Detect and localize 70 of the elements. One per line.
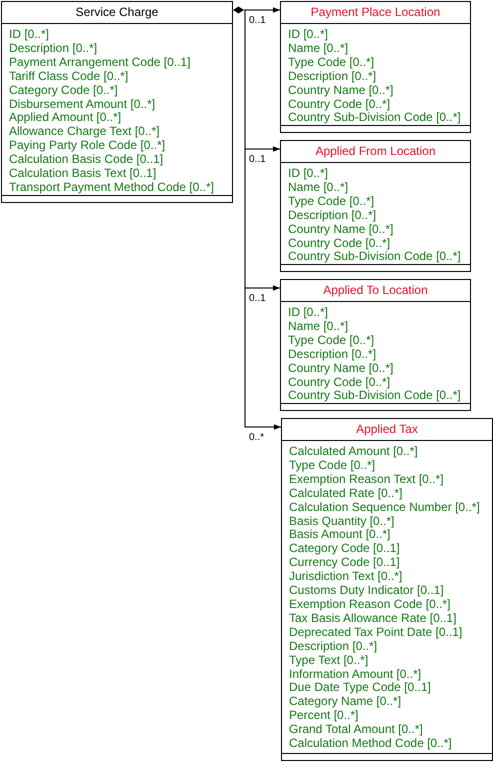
class-name: Payment Place Location <box>281 2 470 24</box>
attribute-text: Country Sub-Division Code [0..*] <box>288 389 461 404</box>
attribute-text: Transport Payment Method Code [0..*] <box>9 180 214 195</box>
attribute-text: Due Date Type Code [0..1] <box>289 681 431 696</box>
attribute-text: Deprecated Tax Point Date [0..1] <box>289 626 462 640</box>
attribute-text: Tariff Class Code [0..*] <box>9 70 128 84</box>
multiplicity-label: 0..1 <box>249 15 266 26</box>
association-line <box>244 7 280 13</box>
attribute-text: Name [0..*] <box>288 180 348 195</box>
attribute-text: Country Code [0..*] <box>288 376 390 390</box>
attribute-text: Calculation Method Code [0..*] <box>289 737 452 751</box>
attribute-text: Type Code [0..*] <box>288 56 374 70</box>
attribute-text: Currency Code [0..1] <box>289 556 400 570</box>
attribute-text: Basis Quantity [0..*] <box>289 514 394 528</box>
attribute-text: Calculated Amount [0..*] <box>289 445 418 459</box>
attribute-text: Description [0..*] <box>288 208 376 223</box>
attribute-text: Percent [0..*] <box>289 709 358 724</box>
attribute-text: Allowance Charge Text [0..*] <box>9 125 160 140</box>
attribute-text: Type Code [0..*] <box>288 194 374 209</box>
attribute-text: Description [0..*] <box>288 70 376 84</box>
attribute-text: Name [0..*] <box>288 42 348 56</box>
attribute-text: Country Name [0..*] <box>288 222 394 237</box>
attribute-text: Country Code [0..*] <box>288 98 390 112</box>
attribute-text: Country Name [0..*] <box>288 362 394 376</box>
class-box <box>280 279 471 411</box>
attribute-text: Exemption Reason Code [0..*] <box>289 598 450 612</box>
attribute-text: Description [0..*] <box>288 348 376 362</box>
class-box <box>281 418 493 761</box>
attribute-text: Category Code [0..*] <box>9 84 118 98</box>
attribute-text: ID [0..*] <box>288 306 328 320</box>
attribute-text: Calculation Sequence Number [0..*] <box>289 500 480 515</box>
attribute-text: Information Amount [0..*] <box>289 668 422 682</box>
multiplicity-label: 0..* <box>249 432 264 443</box>
attribute-text: Country Name [0..*] <box>288 84 394 98</box>
attribute-text: Category Name [0..*] <box>289 695 402 710</box>
attribute-text: Description [0..*] <box>289 640 378 654</box>
multiplicity-label: 0..1 <box>249 154 266 165</box>
attribute-text: Country Sub-Division Code [0..*] <box>288 250 461 264</box>
attribute-text: Customs Duty Indicator [0..1] <box>289 584 444 598</box>
class-box <box>1 1 233 203</box>
attribute-text: Disbursement Amount [0..*] <box>9 98 156 112</box>
attribute-text: Exemption Reason Text [0..*] <box>289 472 444 487</box>
attribute-text: Category Code [0..1] <box>289 542 400 556</box>
attribute-text: Grand Total Amount [0..*] <box>289 723 423 738</box>
class-box <box>280 140 471 272</box>
attribute-text: Country Sub-Division Code [0..*] <box>288 111 461 126</box>
class-name: Applied Tax <box>282 419 492 441</box>
class-name: Applied From Location <box>281 141 470 163</box>
attribute-text: Tax Basis Allowance Rate [0..1] <box>289 612 456 626</box>
attribute-text: Applied Amount [0..*] <box>9 111 122 126</box>
attribute-text: Paying Party Role Code [0..*] <box>9 139 166 154</box>
attribute-text: Basis Amount [0..*] <box>289 528 390 542</box>
attribute-text: ID [0..*] <box>288 167 328 181</box>
attribute-text: Jurisdiction Text [0..*] <box>289 570 402 584</box>
attribute-text: Calculated Rate [0..*] <box>289 486 402 501</box>
attribute-text: Country Code [0..*] <box>288 236 390 250</box>
attribute-text: Name [0..*] <box>288 320 348 334</box>
class-name: Applied To Location <box>281 280 470 302</box>
attribute-text: Type Code [0..*] <box>289 458 376 473</box>
class-box <box>280 1 471 133</box>
attribute-text: ID [0..*] <box>288 28 328 42</box>
multiplicity-label: 0..1 <box>249 293 266 304</box>
attribute-text: Calculation Basis Code [0..1] <box>9 153 164 168</box>
attribute-text: Type Code [0..*] <box>288 334 374 348</box>
attribute-text: Calculation Basis Text [0..1] <box>9 167 156 181</box>
attribute-text: ID [0..*] <box>9 28 50 42</box>
attribute-text: Type Text [0..*] <box>289 654 368 668</box>
attribute-text: Description [0..*] <box>9 42 98 56</box>
class-name: Service Charge <box>2 2 232 24</box>
attribute-text: Payment Arrangement Code [0..1] <box>9 56 190 70</box>
